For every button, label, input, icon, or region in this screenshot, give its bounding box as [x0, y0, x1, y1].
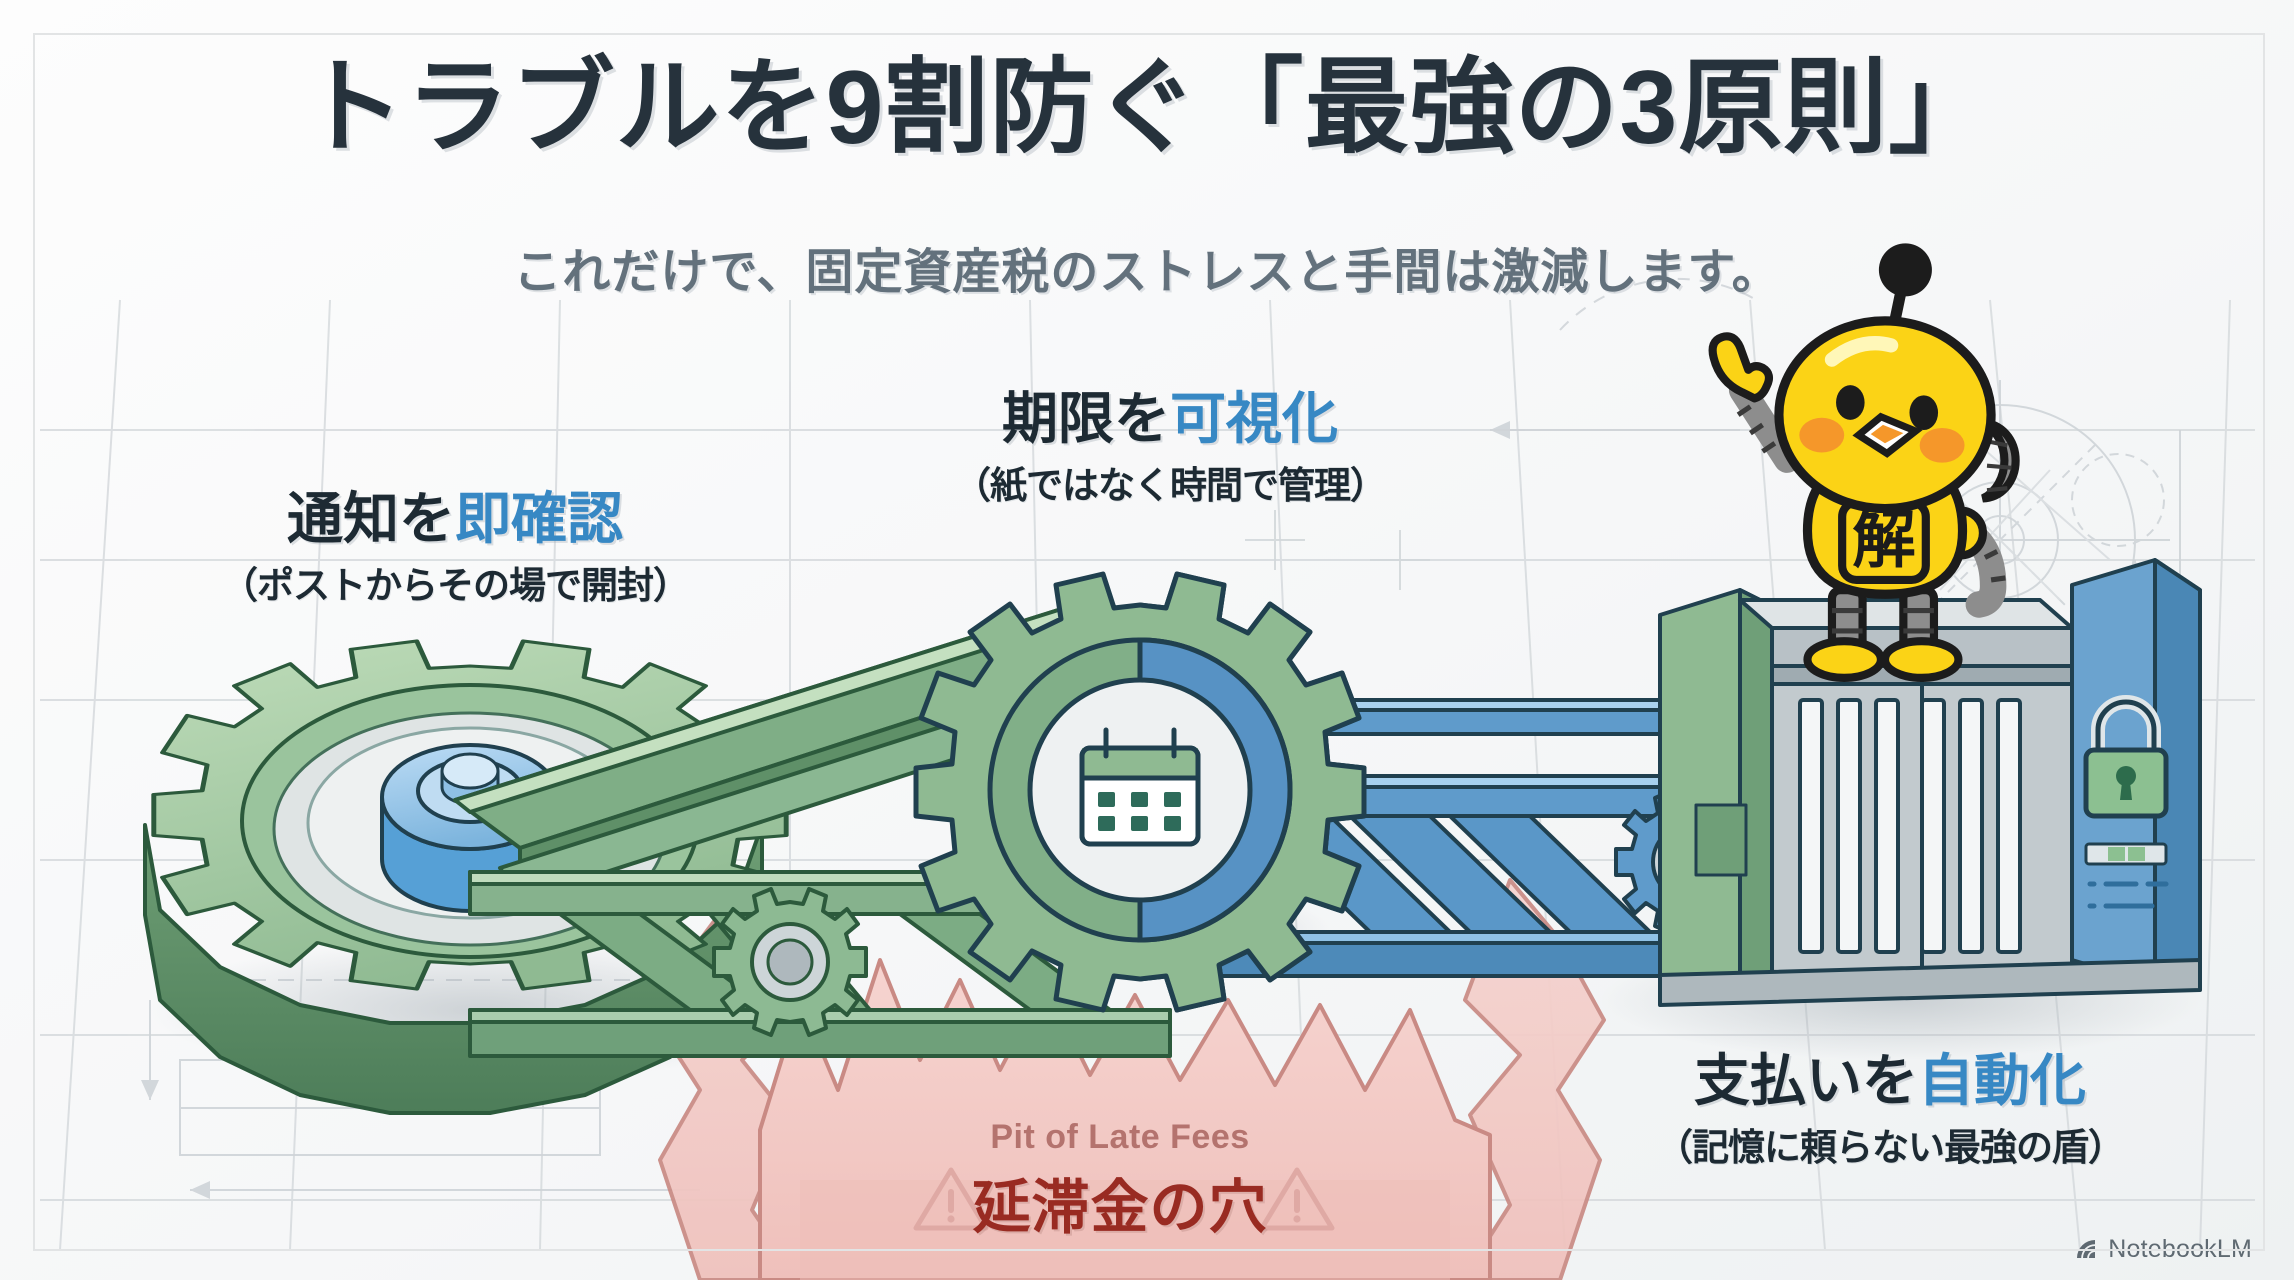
principle-notice-highlight: 即確認	[455, 487, 623, 550]
principle-notice-prefix: 通知を	[287, 487, 455, 550]
解-robot-chick-mascot: 解	[1708, 243, 2020, 682]
notebooklm-spiral-icon	[2077, 1239, 2096, 1258]
vault-lock	[1658, 558, 2202, 1007]
padlock-icon	[2083, 695, 2169, 819]
warning-triangle-icon-left	[913, 1167, 989, 1231]
notebooklm-label: NotebookLM	[2108, 1235, 2252, 1263]
page-subtitle: これだけで、固定資産税のストレスと手間は激減します。	[513, 246, 1781, 299]
principle-deadline: 期限を可視化 （紙ではなく時間で管理）	[900, 387, 1440, 509]
principle-payment: 支払いを自動化 （記憶に頼らない最強の盾）	[1600, 1049, 2180, 1171]
calendar-gear	[913, 571, 1367, 1013]
principle-payment-title: 支払いを自動化	[1600, 1049, 2180, 1113]
notebooklm-watermark: NotebookLM	[2074, 1235, 2252, 1264]
pit-label-en: Pit of Late Fees	[990, 1118, 1250, 1156]
pit-label-jp: 延滞金の穴	[972, 1175, 1268, 1240]
principle-notice-title: 通知を即確認	[165, 487, 745, 551]
principle-notice: 通知を即確認 （ポストからその場で開封）	[165, 487, 745, 609]
principle-deadline-prefix: 期限を	[1002, 387, 1170, 450]
principle-notice-note: （ポストからその場で開封）	[221, 564, 690, 606]
principle-deadline-note: （紙ではなく時間で管理）	[954, 464, 1387, 506]
principle-payment-prefix: 支払いを	[1694, 1049, 1918, 1112]
principle-payment-note: （記憶に頼らない最強の盾）	[1656, 1126, 2125, 1168]
principle-deadline-title: 期限を可視化	[900, 387, 1440, 451]
gear-small-green	[712, 887, 868, 1037]
principle-payment-highlight: 自動化	[1918, 1049, 2086, 1112]
calendar-icon	[1079, 727, 1201, 847]
warning-triangle-icon-right	[1259, 1167, 1335, 1231]
page-title: トラブルを9割防ぐ「最強の3原則」	[300, 50, 1994, 166]
principle-deadline-highlight: 可視化	[1170, 387, 1338, 450]
svg-text:解: 解	[1852, 506, 1915, 576]
